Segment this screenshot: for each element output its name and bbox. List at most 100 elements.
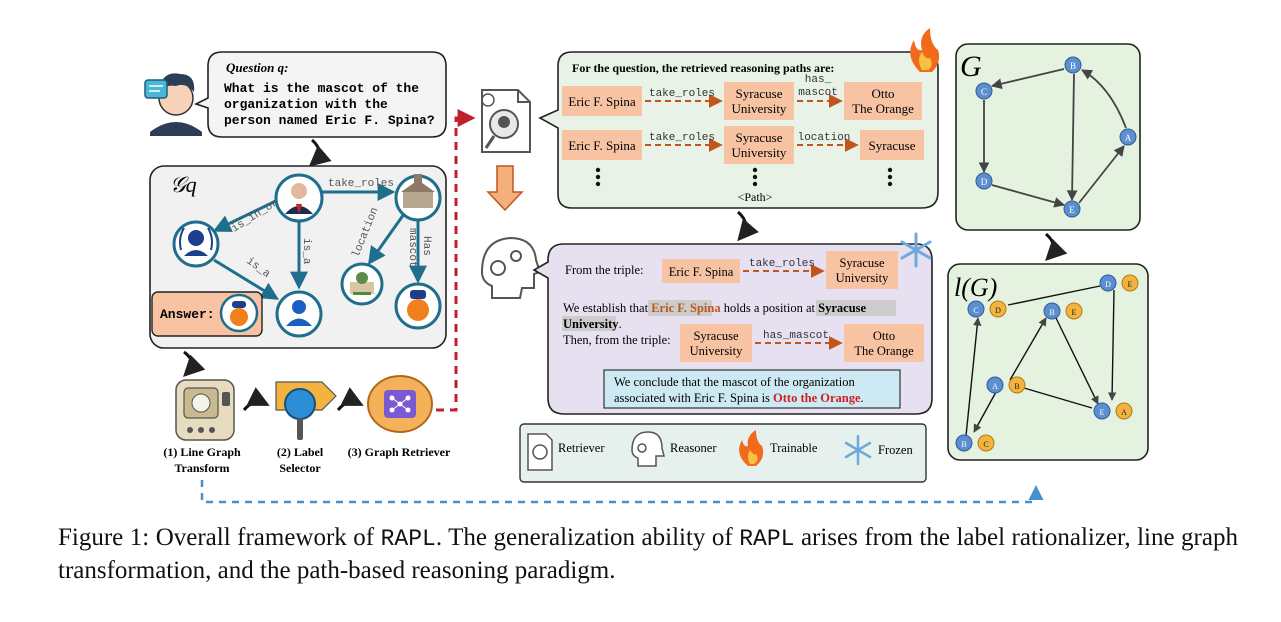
lg-node-ab: A B — [986, 376, 1026, 394]
legend-trainable-label: Trainable — [770, 441, 818, 455]
step-2-line-2: Selector — [279, 461, 321, 475]
triple1-node2-line1: Syracuse — [839, 256, 885, 270]
svg-text:B: B — [1049, 308, 1054, 317]
triple2-node2-line1: Otto — [873, 329, 895, 343]
triple2-node2 — [844, 324, 924, 362]
reasoner-panel: From the triple: Eric F. Spina take_role… — [532, 243, 933, 415]
path1-node2-line2: University — [732, 101, 787, 116]
curved-arrow-steps — [183, 350, 206, 377]
svg-text:E: E — [1128, 280, 1133, 289]
path1-node3-line1: Otto — [871, 86, 894, 101]
lg-node-bc: B C — [955, 434, 995, 452]
orange-down-arrow — [486, 165, 524, 212]
edge-label-has: Has — [420, 236, 432, 256]
path1-node1-label: Eric F. Spina — [568, 94, 635, 109]
ellipsis-dots — [595, 167, 893, 187]
lg-node-cd: C D — [967, 300, 1007, 318]
graph-g-panel: G B C A D E — [955, 43, 1141, 231]
lg-node-be: B E — [1043, 302, 1083, 320]
path1-edge2-label2: mascot — [798, 87, 838, 99]
path1-node2 — [724, 82, 794, 120]
triple2-edge-label: has_mascot — [763, 330, 829, 342]
path1-edge1-label: take_roles — [649, 88, 715, 100]
user-avatar-icon — [144, 73, 202, 136]
establish-sentence: We establish that Eric F. Spina holds a … — [563, 301, 867, 315]
legend-flame-icon — [739, 430, 764, 466]
svg-text:C: C — [973, 306, 978, 315]
answer-label: Answer: — [160, 307, 215, 322]
line-graph-panel: l(G) C D D E B E A B E A — [947, 263, 1149, 461]
organization-node-icon — [172, 220, 220, 268]
path-tag: <Path> — [738, 190, 773, 204]
g-edge-b-e — [1066, 73, 1078, 202]
legend-reasoner-label: Reasoner — [670, 441, 717, 455]
triple1-node1-label: Eric F. Spina — [669, 265, 734, 279]
path1-node3-line2: The Orange — [852, 101, 914, 116]
svg-text:C: C — [983, 440, 988, 449]
legend-reasoner-icon — [631, 431, 665, 467]
person-node-icon — [274, 173, 324, 223]
then-triple-label: Then, from the triple: — [563, 333, 671, 347]
edge-is-in-org — [212, 196, 283, 232]
reasoner-head-icon — [480, 236, 542, 299]
path1-node1 — [562, 86, 642, 116]
triple1-node2-line2: University — [836, 271, 890, 285]
legend-retriever-label: Retriever — [558, 441, 605, 455]
step-2-line-1: (2) Label — [277, 445, 324, 459]
legend-frozen-label: Frozen — [878, 443, 913, 457]
svg-text:A: A — [992, 382, 998, 391]
path2-node1 — [562, 130, 642, 160]
step-3-line-1: (3) Graph Retriever — [348, 445, 451, 459]
establish-sentence-line2: University. — [563, 317, 622, 331]
g-node-e: E — [1063, 200, 1081, 218]
path2-node3-label: Syracuse — [869, 138, 916, 153]
svg-text:B: B — [1070, 61, 1076, 71]
svg-text:E: E — [1100, 408, 1105, 417]
highlight-org-1 — [816, 300, 896, 316]
triple1-node2 — [826, 251, 898, 289]
svg-text:B: B — [1014, 382, 1019, 391]
g-edge-e-a — [1078, 145, 1125, 204]
curved-arrow-reasoner — [736, 210, 759, 242]
label-selector-icon — [275, 381, 337, 440]
from-triple-label: From the triple: — [565, 263, 643, 277]
lg-node-de: D E — [1099, 274, 1139, 292]
triple2-node2-line2: The Orange — [854, 344, 914, 358]
step-1-line-1: (1) Line Graph — [163, 445, 241, 459]
lg-edge-be-ea — [1055, 317, 1099, 405]
lg-node-ea: E A — [1093, 402, 1133, 420]
triple2-node1-line1: Syracuse — [693, 329, 739, 343]
conclusion-line-2: associated with Eric F. Spina is Otto th… — [614, 391, 864, 405]
trainable-flame-icon — [910, 28, 940, 72]
line-graph-symbol: l(G) — [954, 273, 997, 302]
line-graph-transform-icon — [175, 379, 235, 441]
g-node-c: C — [975, 82, 993, 100]
svg-text:A: A — [1125, 133, 1132, 143]
edge-label-mascot: mascot — [406, 228, 418, 268]
mascot-node-icon — [394, 282, 442, 330]
path2-edge1-label: take_roles — [649, 132, 715, 144]
frozen-snowflake-icon — [900, 232, 932, 268]
lg-edge-ab-bc — [973, 391, 997, 433]
person-type-node-icon — [275, 290, 323, 338]
triple2-node1-line2: University — [690, 344, 744, 358]
answer-mascot-icon — [219, 293, 259, 333]
triple1-edge-label: take_roles — [749, 258, 815, 270]
retriever-document-icon — [481, 89, 531, 153]
path2-node1-label: Eric F. Spina — [568, 138, 635, 153]
lg-edge-ab-ea — [1023, 387, 1093, 409]
question-bubble: Question q: What is the mascot of the or… — [193, 51, 447, 138]
curved-arrow-line-graph — [1044, 232, 1068, 261]
edge-is-a-left — [213, 258, 280, 300]
g-edge-b-c — [990, 68, 1065, 90]
lg-edge-cd-de — [1007, 285, 1101, 306]
step-arrow-2 — [336, 387, 364, 411]
paths-title: For the question, the retrieved reasonin… — [572, 61, 834, 75]
figure-caption: Figure 1: Overall framework of RAPL. The… — [58, 524, 1238, 584]
graph-g-symbol: G — [960, 50, 982, 83]
lg-edge-de-ea — [1107, 289, 1117, 401]
svg-text:E: E — [1069, 205, 1075, 215]
lg-edge-bc-cd — [965, 317, 982, 437]
g-edge-a-b — [1081, 69, 1127, 129]
svg-text:D: D — [995, 306, 1001, 315]
